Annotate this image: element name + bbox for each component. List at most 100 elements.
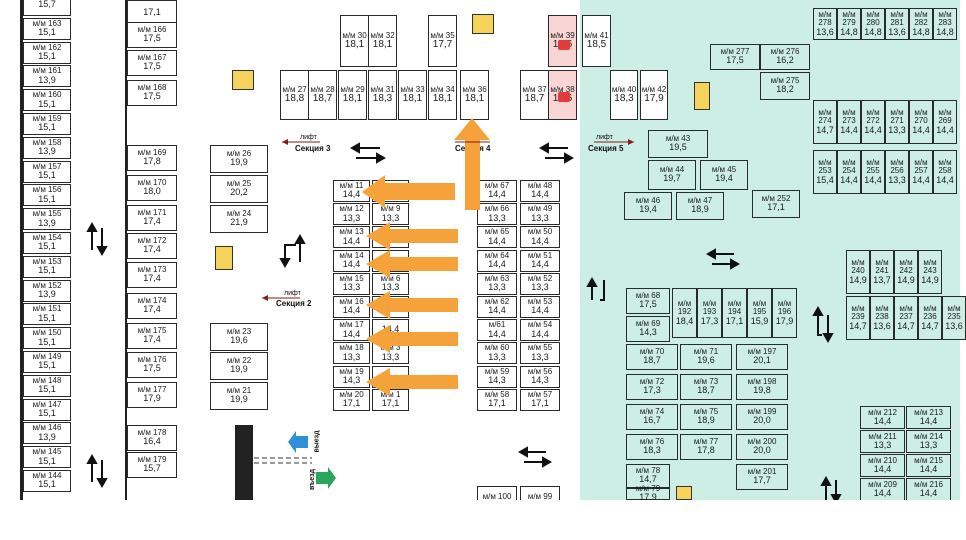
parking-spot-center[interactable]	[372, 249, 409, 272]
parking-spot-center[interactable]	[372, 180, 409, 202]
parking-spot-center[interactable]: 13,3	[372, 226, 409, 249]
parking-spot-left[interactable]: 15,7	[23, 0, 71, 16]
parking-spot-center[interactable]: 14,4	[372, 296, 409, 318]
